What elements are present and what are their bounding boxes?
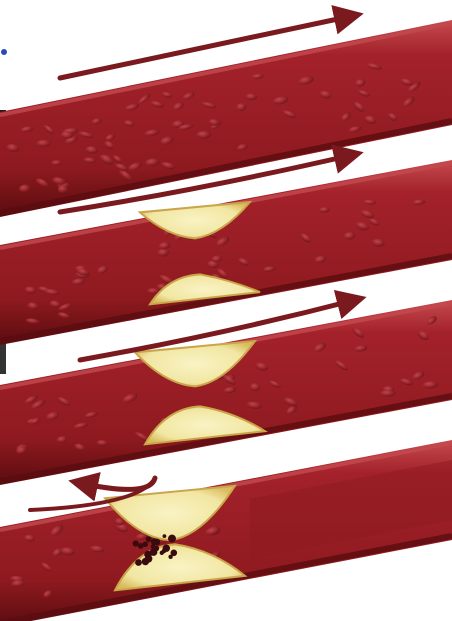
clot-particle — [162, 549, 167, 554]
clot-particle — [151, 538, 158, 545]
clot-particle — [144, 551, 152, 559]
clot-particle — [135, 559, 142, 566]
clot-particle — [146, 536, 152, 542]
blood-cell — [380, 390, 395, 397]
left-edge-marks — [0, 49, 7, 436]
clot-particle — [138, 543, 144, 549]
blood-cell — [196, 131, 210, 139]
clot-particle — [171, 550, 178, 557]
clot-particle — [168, 535, 176, 543]
artery-panels — [0, 20, 452, 621]
clot-particle — [163, 534, 167, 538]
